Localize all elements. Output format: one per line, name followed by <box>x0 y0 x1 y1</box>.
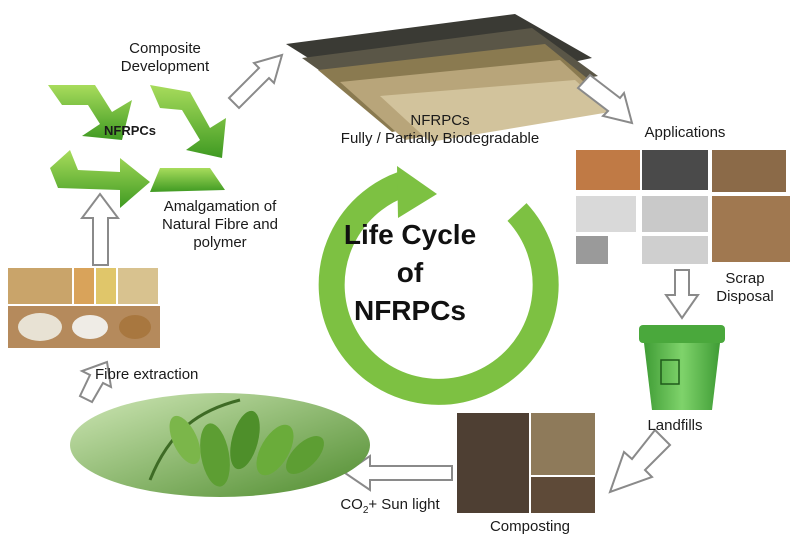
nfrpcs-line2: Fully / Partially Biodegradable <box>340 130 540 147</box>
label-composite-development: Composite Development <box>95 40 235 76</box>
label-applications: Applications <box>644 124 726 141</box>
center-cycle-arrow <box>318 166 559 405</box>
label-fibre-extraction: Fibre extraction <box>95 366 199 383</box>
scrap-line2: Disposal <box>716 288 774 305</box>
co2-subscript: 2 <box>362 505 369 516</box>
label-composting: Composting <box>489 518 571 535</box>
center-title-line2: of <box>396 257 424 288</box>
label-co2-sunlight: CO2+ Sun light <box>315 496 465 520</box>
label-nfrpcs: NFRPCs Fully / Partially Biodegradable <box>290 112 590 148</box>
applications-images <box>576 150 790 264</box>
arrow-to-plants <box>343 454 453 492</box>
co2-suffix: + Sun light <box>368 496 440 513</box>
center-title-line3: NFRPCs <box>353 295 466 326</box>
label-landfills: Landfills <box>647 417 703 434</box>
composite-panels-image <box>286 14 610 142</box>
recycle-logo-text: NFRPCs <box>103 123 156 138</box>
arrow-to-recycle <box>80 192 120 266</box>
composting-images <box>457 413 595 513</box>
center-title: Life Cycle of NFRPCs <box>315 216 505 330</box>
arrow-to-panels <box>227 53 284 110</box>
recycle-logo-icon <box>48 85 226 208</box>
arrow-to-landfills <box>664 269 700 320</box>
arrow-to-composting <box>608 428 672 494</box>
amalgamation-line2: Natural Fibre and <box>162 216 278 233</box>
amalgamation-line1: Amalgamation of <box>163 198 277 215</box>
arrow-to-applications <box>576 73 634 125</box>
landfill-bin-icon <box>639 325 725 410</box>
label-scrap-disposal: Scrap Disposal <box>700 270 790 306</box>
arrow-to-fibre <box>78 360 113 404</box>
scrap-line1: Scrap <box>725 270 765 287</box>
label-amalgamation: Amalgamation of Natural Fibre and polyme… <box>140 198 300 252</box>
composite-line2: Development <box>120 58 210 75</box>
co2-prefix: CO <box>340 496 363 513</box>
plants-image <box>70 393 370 497</box>
nfrpcs-line1: NFRPCs <box>410 112 470 129</box>
center-title-line1: Life Cycle <box>343 219 477 250</box>
composite-line1: Composite <box>129 40 201 57</box>
amalgamation-line3: polymer <box>193 234 247 251</box>
fibre-images <box>8 268 160 348</box>
